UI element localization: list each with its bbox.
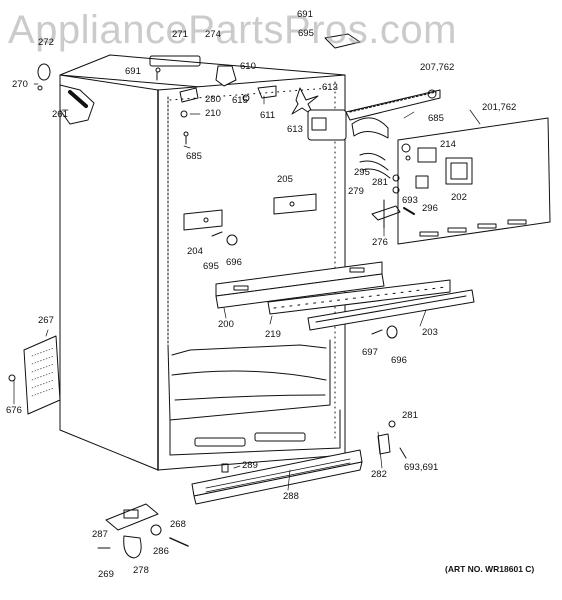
- callout-205: 205: [277, 174, 293, 185]
- callout-685a: 685: [186, 151, 202, 162]
- callout-261: 261: [52, 109, 68, 120]
- callout-289: 289: [242, 460, 258, 471]
- callout-272: 272: [38, 37, 54, 48]
- callout-693: 693: [402, 195, 418, 206]
- callout-696a: 696: [226, 257, 242, 268]
- callout-615: 615: [232, 95, 248, 106]
- callout-697: 697: [362, 347, 378, 358]
- callout-281a: 281: [372, 177, 388, 188]
- callout-200: 200: [218, 319, 234, 330]
- callout-691b: 691: [125, 66, 141, 77]
- callout-295: 295: [354, 167, 370, 178]
- callout-278: 278: [133, 565, 149, 576]
- callout-204: 204: [187, 246, 203, 257]
- callout-611: 611: [260, 110, 276, 121]
- rails: [215, 261, 475, 339]
- callout-610: 610: [240, 61, 256, 72]
- callout-613b: 613: [287, 124, 303, 135]
- callout-695: 695: [298, 28, 314, 39]
- callout-685b: 685: [428, 113, 444, 124]
- callout-287: 287: [92, 529, 108, 540]
- callout-286: 286: [153, 546, 169, 557]
- callout-207-762: 207,762: [420, 62, 455, 73]
- callout-274: 274: [205, 29, 221, 40]
- refrigerator-cabinet: [59, 54, 346, 471]
- callout-676: 676: [6, 405, 22, 416]
- callout-696b: 696: [391, 355, 407, 366]
- control-panel: [359, 117, 551, 245]
- callout-214: 214: [440, 139, 456, 150]
- callout-219: 219: [265, 329, 281, 340]
- callout-280: 280: [205, 94, 221, 105]
- fan-assembly: [291, 87, 441, 141]
- callout-282: 282: [371, 469, 387, 480]
- leader-lines: [13, 83, 481, 491]
- callout-271: 271: [172, 29, 188, 40]
- art-number: (ART NO. WR18601 C): [445, 564, 535, 574]
- callout-203: 203: [422, 327, 438, 338]
- callout-201-762: 201,762: [482, 102, 517, 113]
- toe-grille: [191, 420, 407, 505]
- callout-296: 296: [422, 203, 438, 214]
- callout-693-691: 693,691: [404, 462, 439, 473]
- top-parts: [37, 33, 361, 145]
- callout-281b: 281: [402, 410, 418, 421]
- callout-613a: 613: [322, 82, 338, 93]
- callout-276: 276: [372, 237, 388, 248]
- callout-202: 202: [451, 192, 467, 203]
- callout-691: 691: [297, 9, 313, 20]
- callout-288: 288: [283, 491, 299, 502]
- callout-267: 267: [38, 315, 54, 326]
- callout-270: 270: [12, 79, 28, 90]
- callout-269: 269: [98, 569, 114, 580]
- callout-695: 695: [203, 261, 219, 272]
- callout-279: 279: [348, 186, 364, 197]
- callout-268: 268: [170, 519, 186, 530]
- lower-parts: [97, 503, 189, 559]
- callout-210: 210: [205, 108, 221, 119]
- watermark: AppliancePartsPros.com: [8, 8, 457, 52]
- side-cover: [8, 335, 61, 415]
- brackets: [183, 193, 317, 246]
